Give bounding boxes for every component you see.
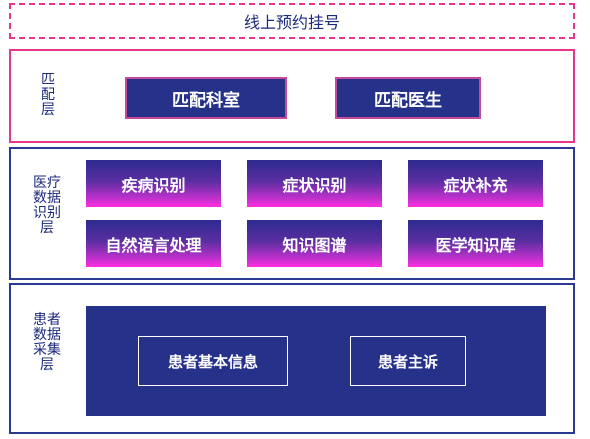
medical-layer-label-line-2: 数据 [33,190,61,206]
nlp-module[interactable]: 自然语言处理 [86,220,221,267]
medical-recognition-layer: 医疗 数据 识别 层 疾病识别 症状识别 症状补充 自然语言处理 知识图谱 医学… [9,147,575,280]
medical-layer-label-line-4: 层 [40,220,54,236]
patient-layer-label-line-3: 采集 [33,342,61,358]
patient-layer-label-line-1: 患者 [33,312,61,328]
patient-basic-info-box[interactable]: 患者基本信息 [138,336,288,386]
symptom-recognition-module[interactable]: 症状识别 [247,160,382,207]
disease-recognition-module[interactable]: 疾病识别 [86,160,221,207]
match-layer: 匹 配 层 匹配科室 匹配医生 [9,49,575,143]
match-doctor-button[interactable]: 匹配医生 [335,77,481,119]
page-title: 线上预约挂号 [243,13,340,32]
patient-complaint-box[interactable]: 患者主诉 [350,336,466,386]
patient-collection-layer: 患者 数据 采集 层 患者基本信息 患者主诉 [9,283,575,434]
medical-layer-label-line-3: 识别 [33,205,61,221]
match-layer-label: 匹 配 层 [37,73,59,118]
patient-layer-label-line-4: 层 [40,357,54,373]
online-booking-header: 线上预约挂号 [9,3,575,39]
medical-layer-label: 医疗 数据 识别 层 [27,176,67,236]
patient-layer-label: 患者 数据 采集 层 [27,313,67,373]
medical-knowledge-base-module[interactable]: 医学知识库 [408,220,543,267]
match-layer-label-line-2: 配 [41,87,55,103]
match-layer-label-line-1: 匹 [41,72,55,88]
knowledge-graph-module[interactable]: 知识图谱 [247,220,382,267]
patient-layer-label-line-2: 数据 [33,327,61,343]
medical-layer-label-line-1: 医疗 [33,175,61,191]
match-layer-label-line-3: 层 [41,102,55,118]
patient-data-panel: 患者基本信息 患者主诉 [86,306,546,416]
symptom-supplement-module[interactable]: 症状补充 [408,160,543,207]
match-department-button[interactable]: 匹配科室 [125,77,287,119]
